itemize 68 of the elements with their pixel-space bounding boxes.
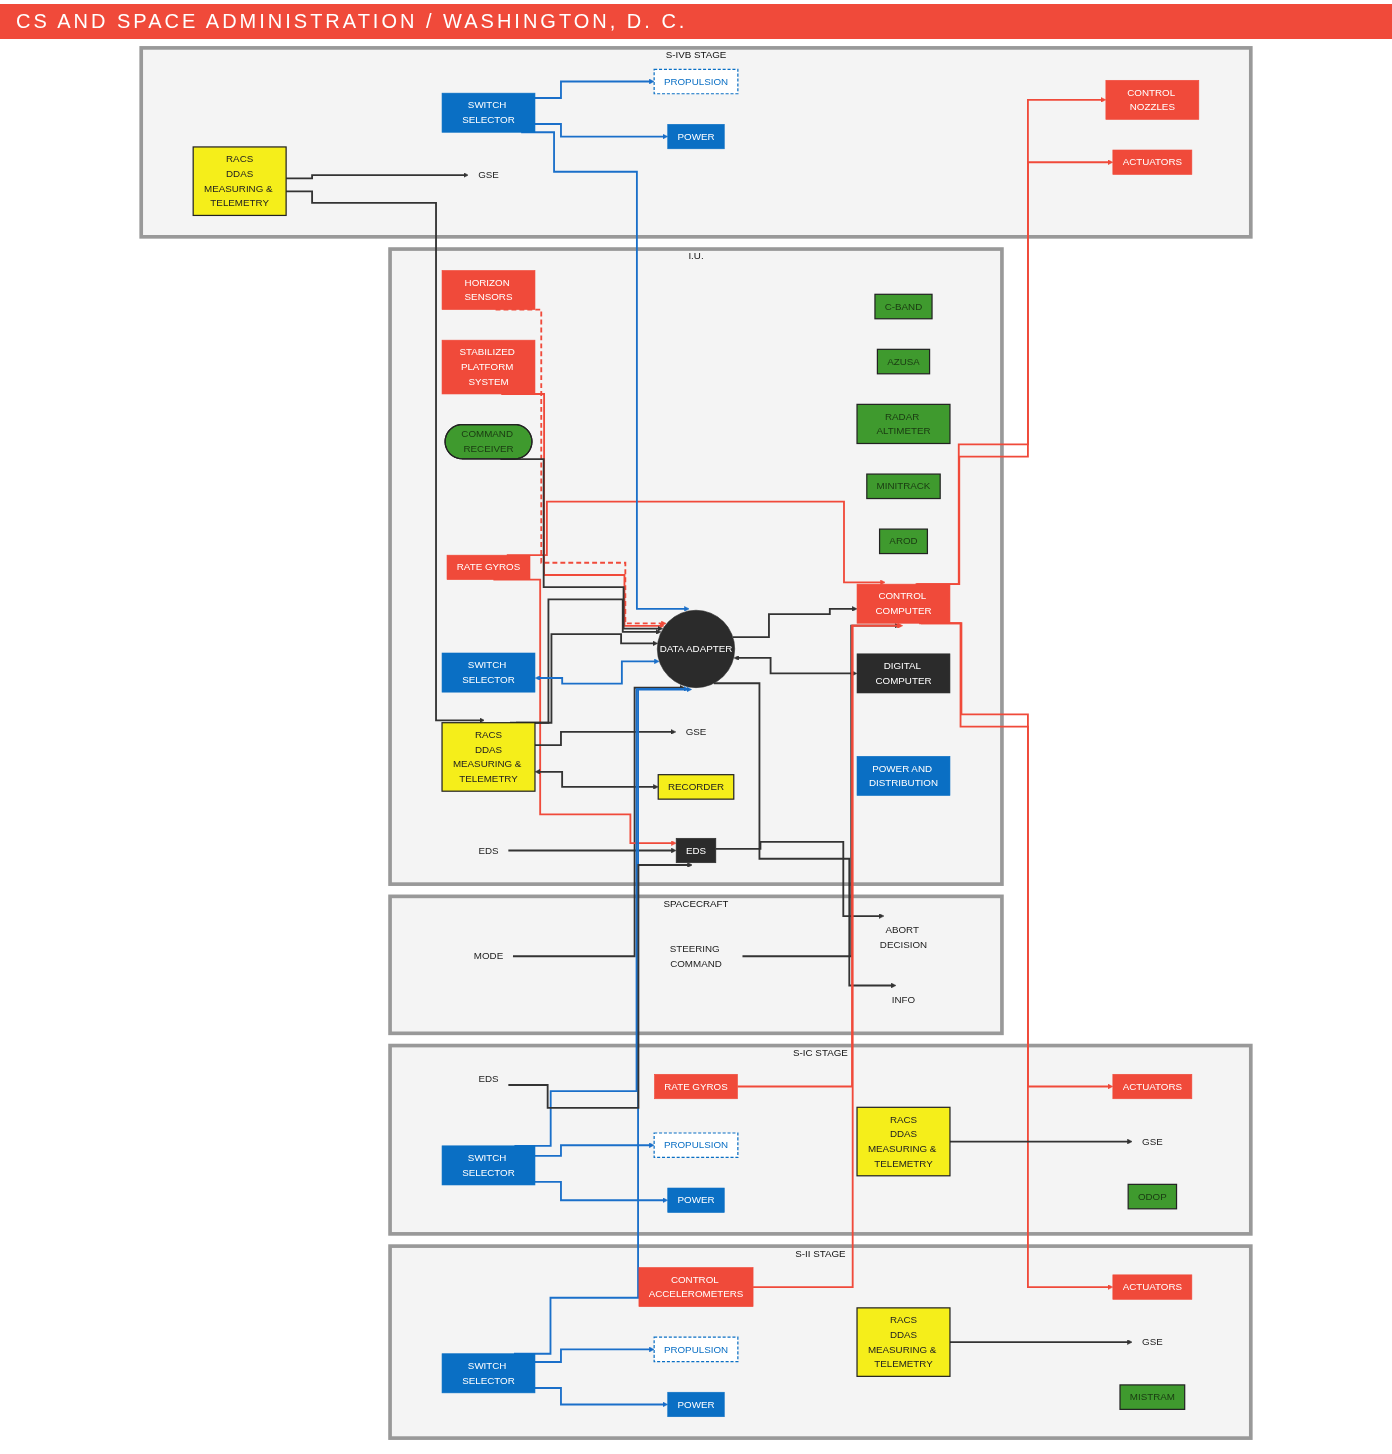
node-box: EDS (675, 837, 717, 864)
arrow (507, 862, 693, 1109)
arrow (733, 655, 858, 677)
arrow (507, 847, 677, 854)
node-box: AZUSA (876, 348, 931, 375)
node-box: STABILIZED PLATFORM SYSTEM (441, 339, 536, 395)
node-box: ODOP (1127, 1183, 1178, 1210)
arrow (534, 729, 677, 747)
node-circle: DATA ADAPTER (657, 609, 735, 688)
node-box: SWITCH SELECTOR (441, 652, 536, 693)
arrow (736, 622, 902, 1088)
node-box: SWITCH SELECTOR (441, 1145, 536, 1186)
arrow (534, 123, 668, 140)
node-box: POWER AND DISTRIBUTION (856, 756, 951, 796)
node-box: POWER (667, 124, 725, 150)
node-box: RACS DDAS MEASURING & TELEMETRY (856, 1106, 951, 1177)
node-box: MINITRACK (866, 473, 941, 500)
arrow (534, 1387, 668, 1408)
arrow (513, 686, 689, 1147)
node-text: GSE (685, 726, 707, 737)
node-box: RACS DDAS MEASURING & TELEMETRY (192, 146, 287, 217)
node-text: MODE (473, 950, 504, 962)
node-text: GSE (478, 169, 499, 180)
node-text: EDS (478, 1073, 499, 1085)
node-text: STEERING COMMAND (669, 943, 722, 969)
node-text: GSE (1142, 1336, 1163, 1347)
arrow (534, 1180, 668, 1203)
node-box: ACTUATORS (1112, 1074, 1193, 1100)
node-text: INFO (891, 994, 916, 1005)
node-box: RATE GYROS (654, 1074, 738, 1100)
arrow (534, 1142, 655, 1157)
node-box: SWITCH SELECTOR (441, 1353, 536, 1394)
node-text: ABORT DECISION (879, 924, 928, 950)
node-box: RATE GYROS (446, 554, 531, 580)
node-box: PROPULSION (653, 1132, 739, 1159)
arrow (534, 1346, 655, 1363)
node-box: MISTRAM (1119, 1384, 1186, 1410)
node-box: SWITCH SELECTOR (441, 92, 536, 133)
arrow (534, 769, 659, 790)
node-box: RACS DDAS MEASURING & TELEMETRY (441, 722, 536, 792)
node-box: CONTROL COMPUTER (856, 583, 951, 624)
node-box: RACS DDAS MEASURING & TELEMETRY (856, 1307, 951, 1377)
node-box: RADAR ALTIMETER (856, 403, 951, 445)
node-box: PROPULSION (653, 1336, 739, 1363)
node-box: HORIZON SENSORS (441, 270, 536, 310)
node-box: ACTUATORS (1112, 1274, 1193, 1300)
node-box: RECORDER (657, 774, 735, 800)
arrow (949, 1138, 1133, 1145)
node-box: ACTUATORS (1112, 149, 1193, 175)
node-box: DIGITAL COMPUTER (856, 653, 951, 694)
arrow (513, 686, 692, 1355)
node-text: GSE (1142, 1136, 1163, 1147)
node-box: CONTROL ACCELEROMETERS (638, 1267, 754, 1307)
node-box: PROPULSION (653, 68, 739, 95)
node-box: C-BAND (874, 293, 933, 320)
arrow (534, 658, 660, 685)
node-box: POWER (667, 1391, 725, 1417)
arrow (512, 685, 685, 958)
banner-text: CS AND SPACE ADMINISTRATION / WASHINGTON, D. C. (0, 4, 1392, 39)
arrow (752, 623, 903, 1288)
node-box: AROD (878, 528, 928, 555)
node-text: EDS (478, 845, 499, 856)
arrow (949, 1339, 1133, 1345)
node-box: CONTROL NOZZLES (1105, 80, 1200, 120)
arrow (731, 606, 858, 639)
arrow (534, 78, 655, 99)
node-box: POWER (667, 1187, 725, 1213)
arrow (714, 841, 885, 919)
